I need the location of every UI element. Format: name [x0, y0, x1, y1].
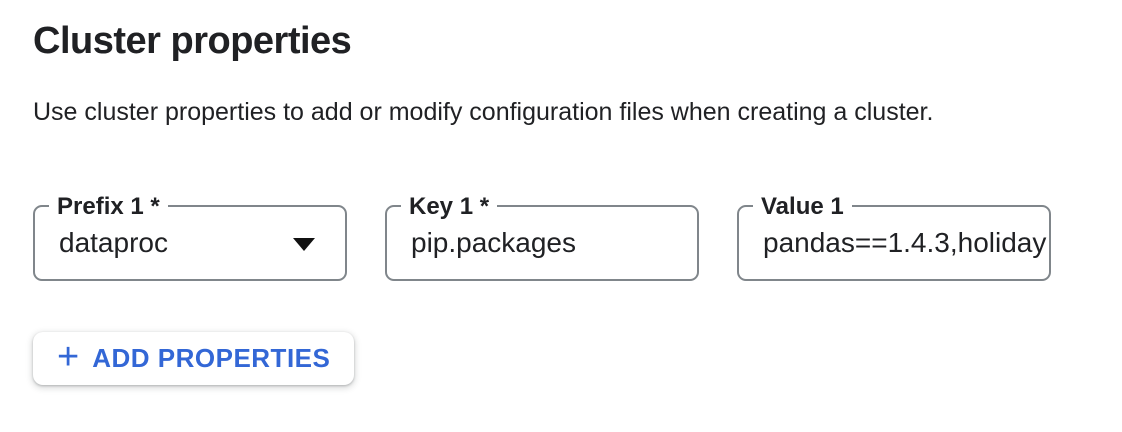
add-properties-button[interactable]: + ADD PROPERTIES — [33, 332, 355, 385]
prefix-label: Prefix 1 * — [49, 193, 168, 221]
page-title: Cluster properties — [33, 20, 352, 62]
key-value: pip.packages — [411, 227, 577, 258]
prefix-selected-value: dataproc — [59, 227, 168, 258]
plus-icon: + — [57, 335, 80, 378]
value-value: pandas==1.4.3,holiday — [763, 227, 1047, 258]
prefix-select[interactable]: Prefix 1 * dataproc — [33, 193, 347, 281]
add-properties-label: ADD PROPERTIES — [92, 343, 331, 373]
key-label: Key 1 * — [401, 193, 498, 221]
value-label: Value 1 — [753, 193, 852, 221]
value-input[interactable]: Value 1 pandas==1.4.3,holiday — [737, 193, 1051, 281]
property-row-1: Prefix 1 * dataproc Key 1 * pip.packages… — [33, 193, 1051, 281]
dropdown-arrow-icon — [293, 238, 315, 251]
key-input[interactable]: Key 1 * pip.packages — [385, 193, 699, 281]
page-description: Use cluster properties to add or modify … — [33, 98, 934, 126]
